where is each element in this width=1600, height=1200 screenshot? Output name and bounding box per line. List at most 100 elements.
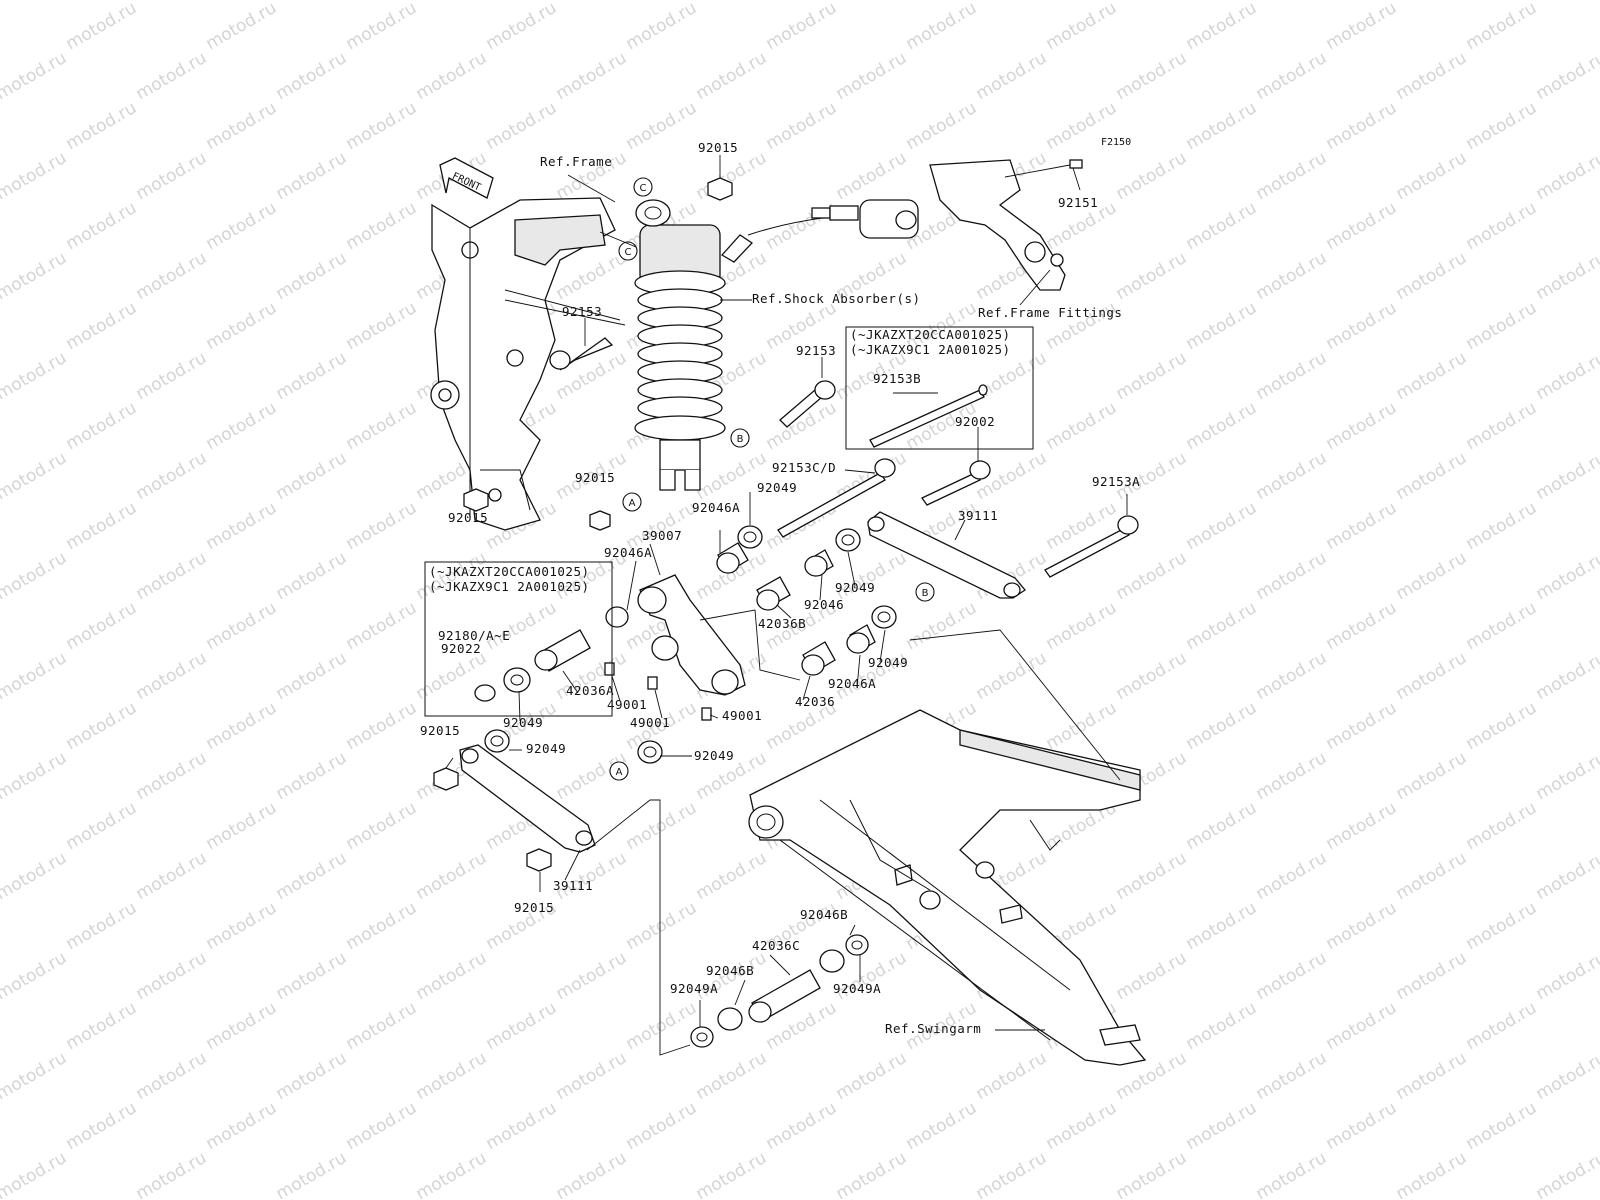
watermark-text: motod.ru xyxy=(1533,1148,1600,1200)
watermark-text: motod.ru xyxy=(1463,398,1541,454)
watermark-text: motod.ru xyxy=(1043,1098,1121,1154)
watermark-text: motod.ru xyxy=(553,848,631,904)
collars-bearings-drawing xyxy=(534,542,876,1031)
note1-line1: (~JKAZXT20CCA001025) xyxy=(850,327,1011,342)
part-label: 42036C xyxy=(752,938,800,953)
watermark-text: motod.ru xyxy=(343,198,421,254)
diagram-code: F2150 xyxy=(1101,137,1131,148)
watermark-text: motod.ru xyxy=(1323,898,1401,954)
watermark-text: motod.ru xyxy=(63,1098,141,1154)
part-label: 39111 xyxy=(958,508,998,523)
part-label: 92002 xyxy=(955,414,995,429)
watermark-text: motod.ru xyxy=(273,948,351,1004)
watermark-text: motod.ru xyxy=(203,798,281,854)
callout-c-1: C xyxy=(640,183,647,194)
watermark-text: motod.ru xyxy=(1393,148,1471,204)
watermark-text: motod.ru xyxy=(1323,598,1401,654)
part-label: 49001 xyxy=(722,708,762,723)
watermark-text: motod.ru xyxy=(1533,848,1600,904)
watermark-text: motod.ru xyxy=(63,98,141,154)
part-label: 92046A xyxy=(604,545,652,560)
front-arrow: FRONT xyxy=(439,157,494,199)
watermark-text: motod.ru xyxy=(343,398,421,454)
watermark-text: motod.ru xyxy=(1393,0,1471,4)
watermark-text: motod.ru xyxy=(1183,698,1261,754)
watermark-text: motod.ru xyxy=(973,648,1051,704)
part-label: 92153C/D xyxy=(772,460,836,475)
watermark-text: motod.ru xyxy=(63,298,141,354)
part-label: 92015 xyxy=(514,900,554,915)
watermark-text: motod.ru xyxy=(63,898,141,954)
watermark-text: motod.ru xyxy=(1463,698,1541,754)
part-label: 92046B xyxy=(800,907,848,922)
watermark-text: motod.ru xyxy=(1323,98,1401,154)
part-label: 92046 xyxy=(804,597,844,612)
watermark-text: motod.ru xyxy=(1393,848,1471,904)
guide-lines xyxy=(586,609,1121,1056)
watermark-text: motod.ru xyxy=(1533,248,1600,304)
watermark-text: motod.ru xyxy=(1323,998,1401,1054)
watermark-text: motod.ru xyxy=(203,0,281,54)
watermark-text: motod.ru xyxy=(1463,798,1541,854)
watermark-text: motod.ru xyxy=(133,1048,211,1104)
part-label: 92049A xyxy=(670,981,718,996)
note-box-2 xyxy=(424,561,613,717)
watermark-text: motod.ru xyxy=(1183,198,1261,254)
watermark-text: motod.ru xyxy=(133,48,211,104)
watermark-text: motod.ru xyxy=(1463,0,1541,54)
watermark-text: motod.ru xyxy=(1323,398,1401,454)
watermark-text: motod.ru xyxy=(973,1048,1051,1104)
bolts-drawing xyxy=(549,337,1139,578)
watermark-text: motod.ru xyxy=(1393,648,1471,704)
watermark-text: motod.ru xyxy=(273,148,351,204)
part-label: 92015 xyxy=(575,470,615,485)
watermark-text: motod.ru xyxy=(1533,148,1600,204)
watermark-text: motod.ru xyxy=(0,48,70,104)
watermark-text: motod.ru xyxy=(553,48,631,104)
watermark-text: motod.ru xyxy=(0,1148,70,1200)
part-label: 92153 xyxy=(562,304,602,319)
watermark-text: motod.ru xyxy=(623,98,701,154)
watermark-text: motod.ru xyxy=(413,848,491,904)
watermark-text: motod.ru xyxy=(203,698,281,754)
part-label: 92046B xyxy=(706,963,754,978)
watermark-text: motod.ru xyxy=(623,898,701,954)
part-label: 92151 xyxy=(1058,195,1098,210)
watermark-text: motod.ru xyxy=(1113,0,1191,4)
watermark-text: motod.ru xyxy=(413,0,491,4)
watermark-text: motod.ru xyxy=(1533,1048,1600,1104)
watermark-text: motod.ru xyxy=(903,0,981,54)
watermark-text: motod.ru xyxy=(1533,548,1600,604)
watermark-text: motod.ru xyxy=(1463,198,1541,254)
ref-shock-label: Ref.Shock Absorber(s) xyxy=(752,291,921,306)
watermark-text: motod.ru xyxy=(133,648,211,704)
watermark-text: motod.ru xyxy=(483,98,561,154)
watermark-text: motod.ru xyxy=(203,298,281,354)
watermark-text: motod.ru xyxy=(1533,448,1600,504)
watermark-text: motod.ru xyxy=(1393,948,1471,1004)
watermark-text: motod.ru xyxy=(833,48,911,104)
rocker-arm-drawing xyxy=(604,574,746,721)
watermark-text: motod.ru xyxy=(903,598,981,654)
watermark-text: motod.ru xyxy=(273,48,351,104)
part-label: 42036A xyxy=(566,683,614,698)
frame-drawing xyxy=(430,197,626,531)
part-label: 92049A xyxy=(833,981,881,996)
watermark-text: motod.ru xyxy=(273,748,351,804)
watermark-text: motod.ru xyxy=(1533,748,1600,804)
watermark-text: motod.ru xyxy=(1113,148,1191,204)
callout-a-2: A xyxy=(616,767,623,778)
ref-swingarm-label: Ref.Swingarm xyxy=(885,1021,981,1036)
watermark-text: motod.ru xyxy=(1393,1148,1471,1200)
watermark-text: motod.ru xyxy=(1393,448,1471,504)
watermark-text: motod.ru xyxy=(553,948,631,1004)
watermark-text: motod.ru xyxy=(1463,98,1541,154)
part-label: 42036B xyxy=(758,616,806,631)
watermark-text: motod.ru xyxy=(1253,548,1331,604)
watermark-text: motod.ru xyxy=(133,448,211,504)
part-label: 92049 xyxy=(835,580,875,595)
reservoir-drawing xyxy=(811,159,1083,291)
watermark-text: motod.ru xyxy=(553,1148,631,1200)
watermark-text: motod.ru xyxy=(1113,1148,1191,1200)
